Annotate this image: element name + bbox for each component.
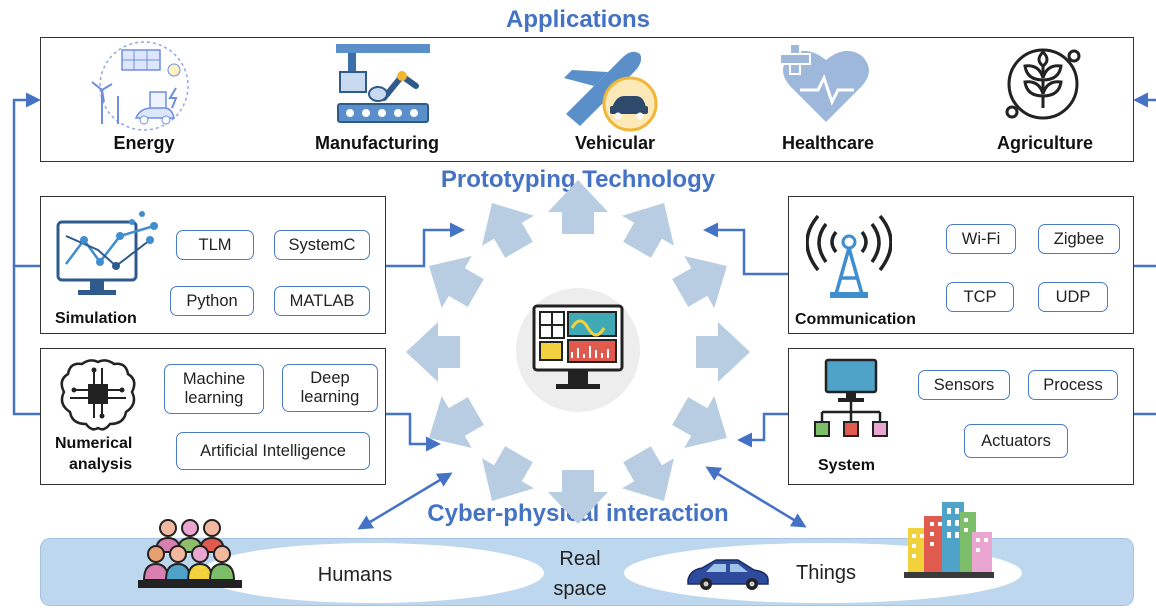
humans-label: Humans [317, 564, 393, 586]
plant-leaf-icon [1005, 48, 1081, 120]
system-network-icon [814, 358, 888, 437]
things-label: Things [795, 562, 857, 584]
applications-heading: Applications [505, 6, 650, 33]
manufacturing-icon [336, 44, 430, 123]
app-label-energy: Energy [113, 133, 175, 153]
simulation-monitor-icon [56, 211, 158, 295]
numerical-title-line1: Numerical [55, 435, 133, 452]
energy-icon [91, 41, 189, 131]
chip-wifi: Wi-Fi [946, 224, 1016, 254]
chip-deep-learning: Deep learning [282, 364, 378, 412]
app-label-vehicular: Vehicular [574, 133, 656, 153]
chip-tlm: TLM [176, 230, 254, 260]
city-buildings-icon [904, 502, 994, 578]
chip-zigbee: Zigbee [1038, 224, 1120, 254]
center-monitor-icon [516, 288, 640, 412]
real-space-label-line1: Real [559, 548, 601, 570]
chip-python: Python [170, 286, 254, 316]
real-space-label-line2: space [553, 578, 607, 600]
car-icon [687, 559, 769, 590]
chip-sensors: Sensors [918, 370, 1010, 400]
chip-matlab: MATLAB [274, 286, 370, 316]
simulation-title: Simulation [55, 310, 137, 327]
app-label-healthcare: Healthcare [781, 133, 875, 153]
numerical-title-line2: analysis [69, 456, 133, 473]
people-crowd-icon [138, 519, 242, 588]
system-title: System [818, 457, 875, 474]
app-label-manufacturing: Manufacturing [315, 133, 439, 153]
humans-ellipse [200, 543, 544, 603]
chip-machine-learning: Machine learning [164, 364, 264, 414]
heart-health-icon [779, 43, 869, 122]
chip-process: Process [1028, 370, 1118, 400]
app-label-agriculture: Agriculture [996, 133, 1093, 153]
chip-systemc: SystemC [274, 230, 370, 260]
antenna-signal-icon [806, 214, 892, 298]
chip-tcp: TCP [946, 282, 1014, 312]
chip-actuators: Actuators [964, 424, 1068, 458]
chip-artificial-intelligence: Artificial Intelligence [176, 432, 370, 470]
brain-chip-icon [60, 359, 136, 431]
airplane-car-icon [564, 51, 658, 132]
communication-title: Communication [795, 311, 916, 328]
chip-udp: UDP [1038, 282, 1108, 312]
